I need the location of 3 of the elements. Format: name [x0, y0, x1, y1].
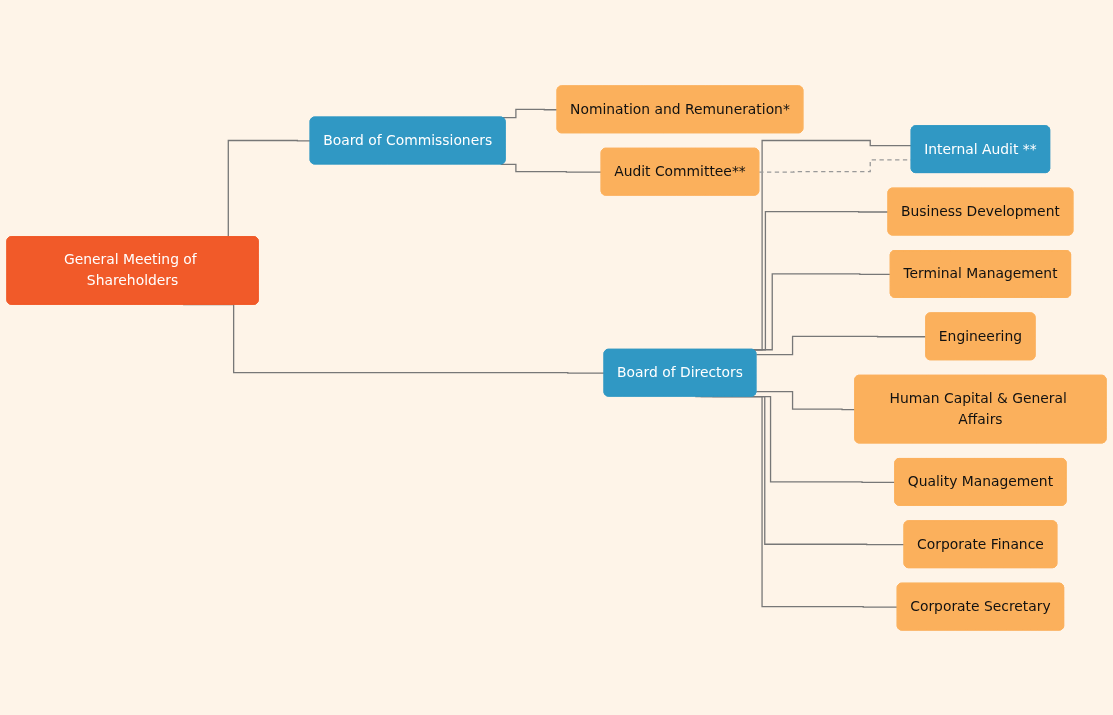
- connector: [755, 390, 856, 410]
- connector: [755, 335, 927, 355]
- connector: [500, 163, 603, 173]
